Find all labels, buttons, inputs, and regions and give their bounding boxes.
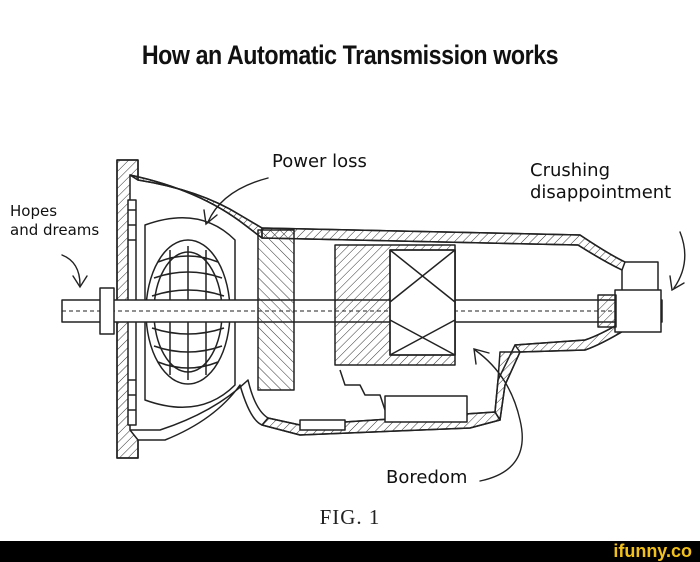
label-crushing-disappointment: Crushing disappointment <box>530 160 672 203</box>
figure-caption: FIG. 1 <box>319 505 381 529</box>
label-power-loss: Power loss <box>272 151 367 172</box>
label-boredom: Boredom <box>386 467 468 488</box>
brand-watermark: ifunny.co <box>613 541 692 561</box>
diagram-title: How an Automatic Transmission works <box>141 40 559 70</box>
label-hopes-and-dreams: Hopes and dreams <box>10 202 100 239</box>
footer-bar: ifunny.co <box>0 541 700 562</box>
